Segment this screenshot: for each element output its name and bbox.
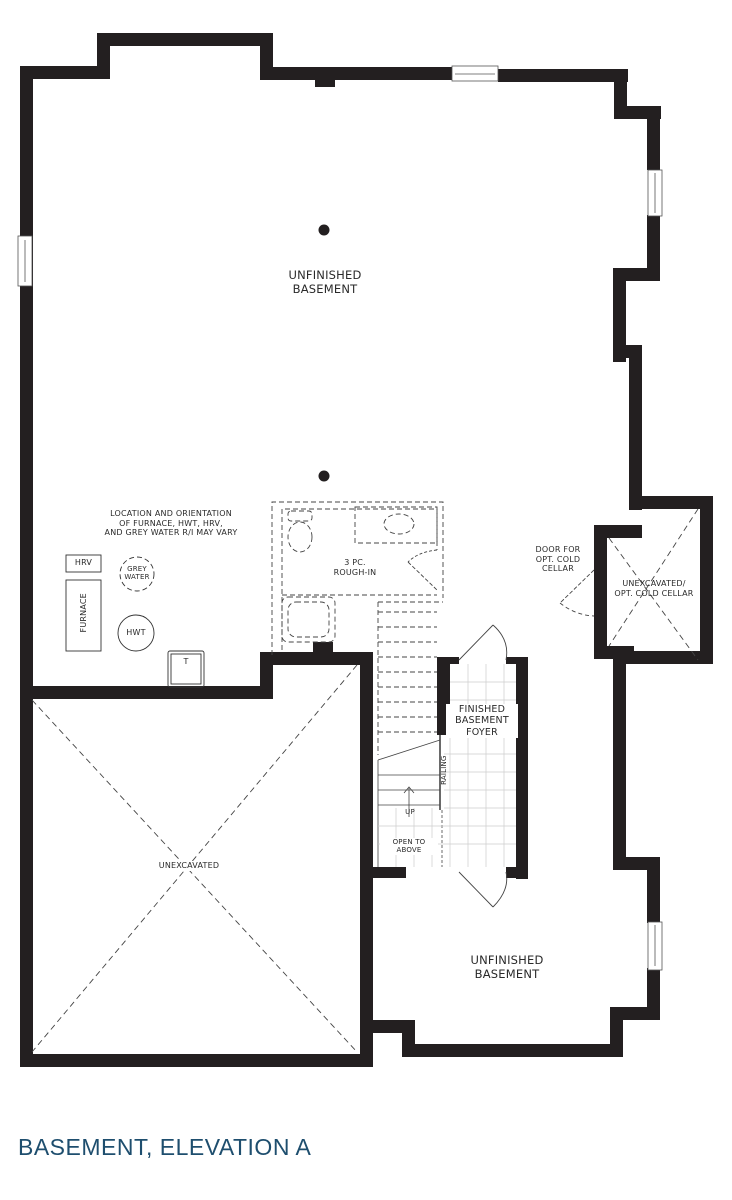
mechanical-equipment <box>65 554 205 688</box>
windows <box>17 65 663 971</box>
column-post <box>318 470 330 482</box>
railing-label: RAILING <box>439 755 448 785</box>
laundry-tub-label: T <box>183 657 189 666</box>
room-label-unfinished-basement-bottom: UNFINISHED BASEMENT <box>470 953 544 981</box>
hrv-unit <box>65 554 102 573</box>
bathroom-rough-in <box>271 501 444 755</box>
grey-water-label: GREY WATER <box>124 565 150 582</box>
grey-water-tank <box>119 556 155 592</box>
laundry-tub <box>167 650 205 688</box>
furnace-label: FURNACE <box>79 593 89 633</box>
room-label-unfinished-basement-top: UNFINISHED BASEMENT <box>288 268 362 296</box>
stairs <box>377 735 443 867</box>
door-cold-cellar-label: DOOR FOR OPT. COLD CELLAR <box>535 545 581 574</box>
plan-title: BASEMENT, ELEVATION A <box>18 1134 312 1160</box>
hwt-tank <box>117 614 155 652</box>
foyer-doors <box>458 624 508 908</box>
column-post <box>318 224 330 236</box>
unexcavated-cross <box>31 508 699 1053</box>
hrv-label: HRV <box>74 558 93 567</box>
furnace-unit <box>65 579 102 652</box>
mechanical-note: LOCATION AND ORIENTATION OF FURNACE, HWT… <box>104 509 238 538</box>
cold-cellar-label: UNEXCAVATED/ OPT. COLD CELLAR <box>614 579 694 598</box>
rough-in-label: 3 PC. ROUGH-IN <box>333 558 377 577</box>
hwt-label: HWT <box>126 628 146 637</box>
exterior-walls <box>20 33 713 1067</box>
open-to-above-label: OPEN TO ABOVE <box>380 838 438 855</box>
window-top <box>451 65 499 82</box>
bathroom-door <box>407 549 438 591</box>
up-label: UP <box>405 808 415 816</box>
room-label-unexcavated: UNEXCAVATED <box>140 861 238 871</box>
cold-cellar-door <box>559 569 595 617</box>
foyer-label: FINISHED BASEMENT FOYER <box>446 704 518 739</box>
